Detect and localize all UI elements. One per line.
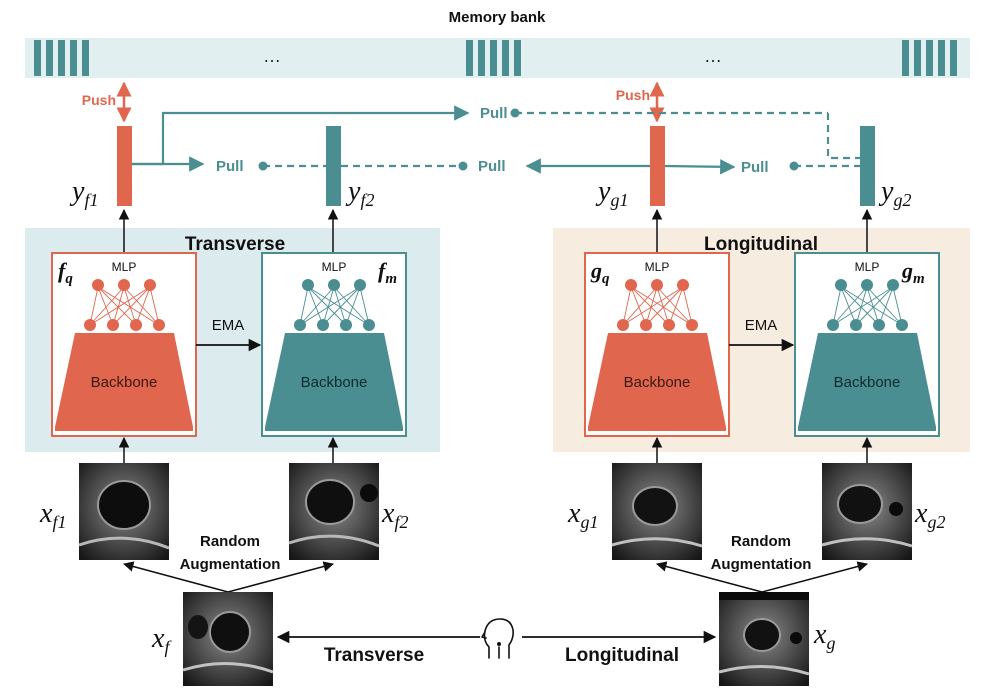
- memory-bank-ellipsis-left: …: [263, 46, 281, 66]
- memory-bank-slots-center: [466, 40, 521, 76]
- pull-dot-top: [510, 108, 520, 118]
- push-label-left: Push: [82, 92, 116, 108]
- output-label-yf2: yf2: [345, 176, 374, 210]
- output-label-yg1: yg1: [595, 176, 628, 210]
- mlp-network-gm: [827, 279, 908, 331]
- aug-arrow-xf-to-xf1: [122, 561, 229, 593]
- memory-bank-ellipsis-right: …: [704, 46, 722, 66]
- input-label-xf2: xf2: [381, 498, 408, 532]
- memory-bank-title: Memory bank: [449, 9, 546, 26]
- mlp-label-gm: MLP: [855, 260, 880, 274]
- encoder-gq: gq MLP Backbone: [584, 252, 730, 437]
- ultrasound-image-xg2: [821, 463, 913, 560]
- longitudinal-panel-title: Longitudinal: [704, 234, 818, 255]
- aug-arrow-xg-to-xg2: [761, 561, 869, 593]
- output-bar-yg1: [650, 126, 665, 206]
- encoder-label-gq: gq: [590, 258, 610, 287]
- aug-arrow-xf-to-xf2: [227, 561, 335, 593]
- backbone-shape-gm: [798, 333, 936, 427]
- encoder-label-fm: fm: [378, 258, 397, 287]
- person-head-icon: [481, 618, 514, 659]
- backbone-label-gm: Backbone: [834, 374, 901, 391]
- ema-label-left: EMA: [212, 317, 245, 334]
- input-label-xf1: xf1: [39, 498, 66, 532]
- encoder-label-fq: fq: [58, 258, 73, 287]
- encoder-gm: gm MLP Backbone: [794, 252, 940, 437]
- aug-arrow-xg-to-xg1: [655, 561, 763, 593]
- pull-label-mid-left: Pull: [216, 158, 244, 175]
- transverse-panel-title: Transverse: [185, 234, 285, 255]
- pull-arrow-top: [132, 105, 470, 166]
- augmentation-label-left-line2: Augmentation: [180, 556, 281, 573]
- encoder-fq: fq MLP Backbone: [51, 252, 197, 437]
- backbone-shape-gq: [588, 333, 726, 427]
- ultrasound-image-xf: [182, 592, 274, 686]
- bottom-longitudinal-label: Longitudinal: [565, 645, 679, 666]
- encoder-fm: fm MLP Backbone: [261, 252, 407, 437]
- push-label-right: Push: [616, 87, 650, 103]
- backbone-shape-fm: [265, 333, 403, 427]
- input-label-xg2: xg2: [914, 498, 945, 532]
- mlp-label-fq: MLP: [112, 260, 137, 274]
- output-label-yf1: yf1: [69, 176, 98, 210]
- pull-arrow-mid-right: [664, 159, 736, 175]
- input-label-xg: xg: [813, 619, 835, 653]
- mlp-network-fq: [84, 279, 165, 331]
- input-label-xf: xf: [151, 623, 172, 657]
- backbone-label-gq: Backbone: [624, 374, 691, 391]
- encoder-label-gm: gm: [901, 258, 925, 287]
- memory-bank-slots-right: [902, 40, 957, 76]
- memory-bank-slots-left: [34, 40, 89, 76]
- ultrasound-image-xf1: [78, 463, 170, 560]
- output-label-yg2: yg2: [878, 176, 911, 210]
- output-bar-yg2: [860, 126, 875, 206]
- mlp-network-gq: [617, 279, 698, 331]
- mlp-label-fm: MLP: [322, 260, 347, 274]
- pull-label-mid-right: Pull: [741, 159, 769, 176]
- augmentation-label-left-line1: Random: [200, 533, 260, 550]
- output-bar-yf2: [326, 126, 341, 206]
- pull-label-mid-center: Pull: [478, 158, 506, 175]
- pull-dot-mid-center: [458, 161, 468, 171]
- bottom-transverse-label: Transverse: [324, 645, 424, 666]
- ultrasound-image-xg1: [611, 463, 703, 560]
- pull-dashed-top-drop: [826, 113, 860, 160]
- pull-label-top: Pull: [480, 105, 508, 122]
- backbone-shape-fq: [55, 333, 193, 427]
- backbone-label-fq: Backbone: [91, 374, 158, 391]
- augmentation-label-right-line2: Augmentation: [711, 556, 812, 573]
- memory-bank-bar: [25, 38, 970, 78]
- ultrasound-image-xg: [718, 592, 810, 686]
- mlp-network-fm: [294, 279, 375, 331]
- input-label-xg1: xg1: [567, 498, 598, 532]
- ultrasound-image-xf2: [288, 463, 380, 560]
- output-bar-yf1: [117, 126, 132, 206]
- augmentation-label-right-line1: Random: [731, 533, 791, 550]
- mlp-label-gq: MLP: [645, 260, 670, 274]
- ema-label-right: EMA: [745, 317, 778, 334]
- backbone-label-fm: Backbone: [301, 374, 368, 391]
